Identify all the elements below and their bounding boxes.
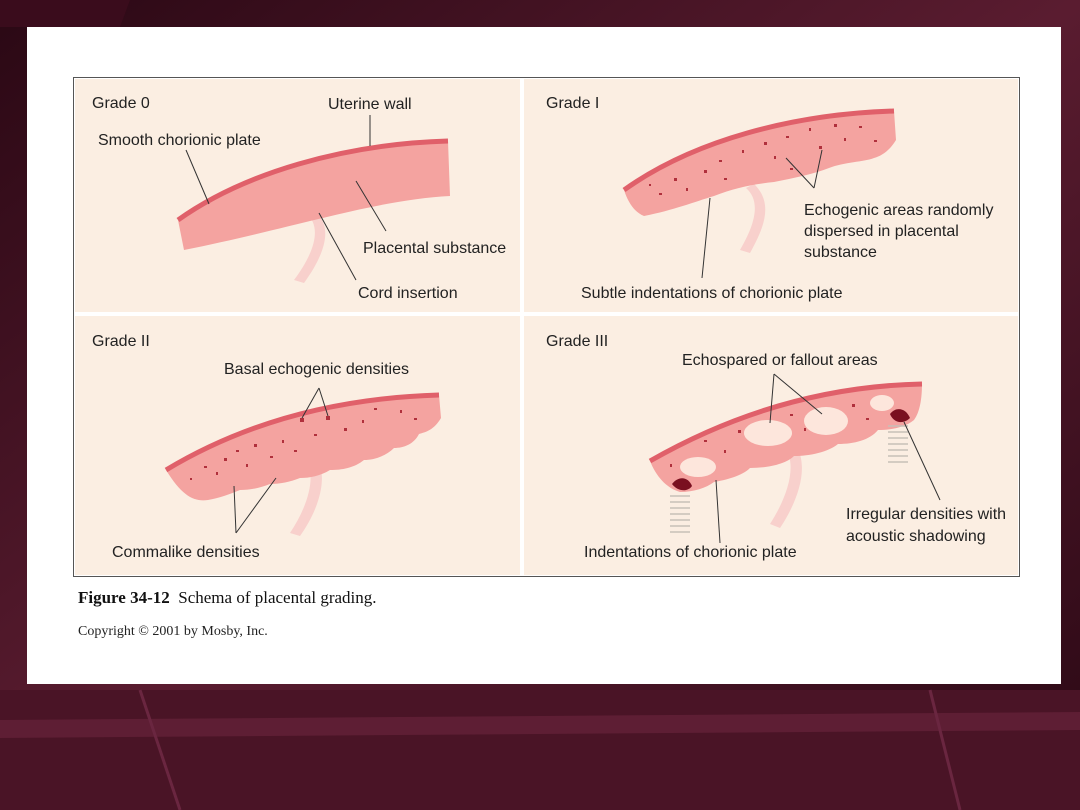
figure-number: Figure 34-12 xyxy=(78,588,170,607)
echogenic-densities xyxy=(670,404,869,467)
grade-2-diagram xyxy=(164,387,441,536)
umbilical-cord xyxy=(294,210,326,283)
grade-0-diagram xyxy=(176,115,450,283)
smooth-chorionic-plate-label: Smooth chorionic plate xyxy=(98,132,261,149)
indentations-label: Indentations of chorionic plate xyxy=(584,544,797,561)
grade-1-title: Grade I xyxy=(546,95,599,112)
subtle-indentations-label: Subtle indentations of chorionic plate xyxy=(581,285,843,302)
chorionic-plate xyxy=(648,381,923,464)
chorionic-plate xyxy=(164,392,440,473)
shadow-density xyxy=(672,478,692,491)
umbilical-cord xyxy=(770,443,802,528)
grade-3-title: Grade III xyxy=(546,333,608,350)
placenta-body xyxy=(166,395,441,501)
figure-caption-text: Schema of placental grading. xyxy=(178,588,377,607)
echospared-areas-label: Echospared or fallout areas xyxy=(682,352,878,369)
figure-caption: Figure 34-12 Schema of placental grading… xyxy=(78,588,377,608)
commalike-densities-label: Commalike densities xyxy=(112,544,260,561)
fallout-areas xyxy=(680,395,894,477)
acoustic-shadow-lines xyxy=(670,425,908,533)
figure-panel-grid: Grade 0 Uterine wall Smooth chorionic pl… xyxy=(73,77,1020,577)
grade-2-title: Grade II xyxy=(92,333,150,350)
chorionic-plate xyxy=(622,108,895,193)
echogenic-areas-label-line2: dispersed in placental xyxy=(804,223,959,240)
irregular-densities-label-line1: Irregular densities with xyxy=(846,506,1006,523)
basal-echogenic-densities-label: Basal echogenic densities xyxy=(224,361,409,378)
uterine-wall-label: Uterine wall xyxy=(328,96,412,113)
cord-insertion-label: Cord insertion xyxy=(358,285,458,302)
panel-grade-1 xyxy=(524,79,1018,312)
echogenic-areas-label-line3: substance xyxy=(804,244,877,261)
chorionic-plate xyxy=(176,138,449,223)
placental-substance-label: Placental substance xyxy=(363,240,506,257)
echogenic-areas xyxy=(649,124,877,195)
commalike-densities xyxy=(190,408,417,480)
umbilical-cord xyxy=(740,184,766,253)
irregular-densities-label-line2: acoustic shadowing xyxy=(846,528,986,545)
echogenic-areas-label-line1: Echogenic areas randomly xyxy=(804,202,993,219)
grade-3-diagram xyxy=(648,373,941,544)
shadow-density xyxy=(890,409,910,423)
grade-1-diagram xyxy=(622,108,896,279)
placenta-body xyxy=(624,111,896,216)
copyright-notice: Copyright © 2001 by Mosby, Inc. xyxy=(78,624,268,639)
grade-0-title: Grade 0 xyxy=(92,95,150,112)
placenta-body xyxy=(178,141,450,250)
